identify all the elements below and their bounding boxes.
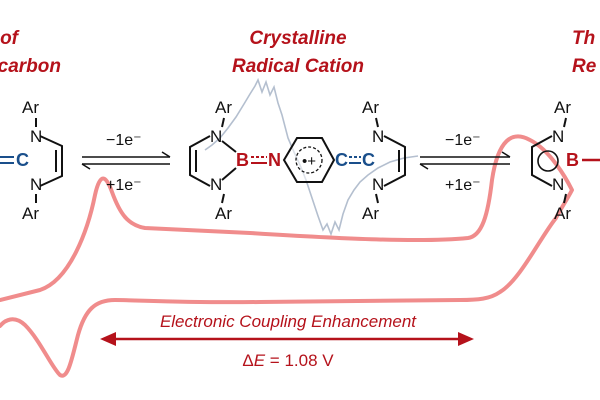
- left-ar-bottom: Ar: [22, 204, 39, 223]
- left-n-bottom: N: [30, 175, 42, 194]
- center-radical-cation-sign: •+: [302, 153, 316, 170]
- delta-symbol: Δ: [242, 351, 253, 370]
- center-c-carbene: C: [362, 150, 375, 170]
- heading-left-line1: e of: [0, 28, 20, 49]
- left-ar-top: Ar: [22, 98, 39, 117]
- right-n-bottom: N: [552, 175, 564, 194]
- center-right-ring-bonds: [383, 135, 406, 187]
- heading-center-line2: Radical Cation: [232, 56, 364, 77]
- delta-variable: E: [254, 351, 266, 370]
- coupling-arrowhead-left: [100, 332, 116, 346]
- center-boron: B: [236, 150, 249, 170]
- right-ar-bottom: Ar: [554, 204, 571, 223]
- center-ar-bond-tl: [221, 117, 225, 128]
- right-ar-bond-bottom: [563, 193, 567, 204]
- left-carbene-molecule: Ar Ar N N C: [0, 98, 63, 223]
- left-c-carbene: C: [16, 150, 29, 170]
- center-c-pyridyl: C: [335, 150, 348, 170]
- right-reverse-arrowhead: [419, 163, 429, 170]
- right-boron: B: [566, 150, 579, 170]
- coupling-arrowhead-right: [458, 332, 474, 346]
- coupling-label: Electronic Coupling Enhancement: [160, 312, 417, 331]
- center-n-top-right: N: [372, 127, 384, 146]
- right-dication-molecule: Ar Ar N N B: [531, 98, 600, 223]
- right-plus-1e: +1e⁻: [445, 177, 481, 194]
- delta-e-value: ΔE = 1.08 V: [242, 351, 334, 370]
- center-n-bottom-right: N: [372, 175, 384, 194]
- left-ring-bonds: [39, 135, 63, 187]
- right-forward-arrowhead: [501, 151, 511, 158]
- center-delocalization-circle: [295, 146, 323, 174]
- left-plus-1e: +1e⁻: [106, 177, 142, 194]
- right-ring-bonds: [531, 135, 553, 187]
- center-radical-cation-molecule: Ar Ar N N B N •+ C C Ar Ar N N: [189, 98, 406, 223]
- right-aromatic-circle: [537, 150, 559, 172]
- center-left-ring-bonds: [189, 135, 211, 187]
- center-ar-bottom-left: Ar: [215, 204, 232, 223]
- center-ar-bond-bl: [221, 193, 225, 204]
- right-ar-top: Ar: [554, 98, 571, 117]
- right-minus-1e: −1e⁻: [445, 132, 481, 149]
- cv-trace: [0, 134, 574, 378]
- heading-left-line2: carbon: [0, 56, 61, 77]
- heading-right-line2: Re: [572, 56, 597, 77]
- center-n-b-bond-top: [221, 140, 237, 153]
- center-ar-top-left: Ar: [215, 98, 232, 117]
- right-n-top: N: [552, 127, 564, 146]
- center-ar-bond-tr: [375, 117, 379, 128]
- center-n-bottom-left: N: [210, 175, 222, 194]
- left-forward-arrowhead: [161, 151, 171, 158]
- center-pyridine-ring: [282, 137, 336, 183]
- left-n-top: N: [30, 127, 42, 146]
- left-reverse-arrowhead: [81, 163, 91, 170]
- heading-center-line1: Crystalline: [249, 28, 347, 49]
- heading-right-line1: Th: [572, 28, 595, 49]
- right-equilibrium-arrows: −1e⁻ +1e⁻: [419, 132, 511, 194]
- left-equilibrium-arrows: −1e⁻ +1e⁻: [81, 132, 171, 194]
- center-ar-top-right: Ar: [362, 98, 379, 117]
- left-minus-1e: −1e⁻: [106, 132, 142, 149]
- center-n-top-left: N: [210, 127, 222, 146]
- delta-number: = 1.08 V: [265, 351, 334, 370]
- center-ar-bottom-right: Ar: [362, 204, 379, 223]
- center-nitrogen-pyridinium: N: [268, 150, 281, 170]
- center-ar-bond-br: [375, 193, 379, 204]
- center-n-b-bond-bottom: [221, 167, 237, 181]
- right-ar-bond-top: [563, 117, 567, 128]
